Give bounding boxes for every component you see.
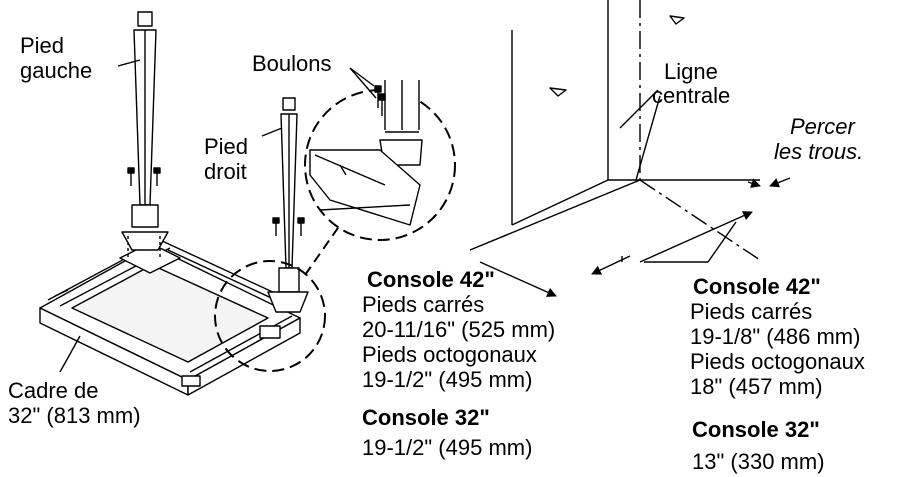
leader-lines-left bbox=[59, 59, 377, 373]
spec-left-octagonal-label: Pieds octogonaux bbox=[362, 342, 537, 367]
spec-right-console42-title: Console 42" bbox=[693, 274, 821, 299]
drill-holes-label-line2: les trous. bbox=[774, 139, 864, 164]
frame-label-line1: Cadre de bbox=[8, 378, 99, 403]
detail-link-line bbox=[304, 224, 341, 276]
spec-right-square-label: Pieds carrés bbox=[690, 299, 813, 324]
wall-floor-layout bbox=[469, 0, 761, 261]
base-frame bbox=[39, 239, 301, 396]
spec-left-console42-title: Console 42" bbox=[367, 267, 495, 292]
spec-right-octagonal-label: Pieds octogonaux bbox=[690, 349, 865, 374]
bolts-label: Boulons bbox=[252, 51, 332, 76]
frame-label-line2: 32" (813 mm) bbox=[8, 403, 141, 428]
spec-right-octagonal-value: 18" (457 mm) bbox=[690, 374, 823, 399]
spec-left-square-label: Pieds carrés bbox=[362, 292, 485, 317]
spec-left-console32-value: 19-1/2" (495 mm) bbox=[362, 435, 533, 460]
spec-right-console32-value: 13" (330 mm) bbox=[692, 449, 825, 474]
right-leg bbox=[267, 97, 309, 313]
center-line-label-line2: centrale bbox=[652, 83, 731, 108]
right-leg-label-line2: droit bbox=[204, 159, 247, 184]
drill-holes-label-line1: Percer bbox=[790, 114, 855, 139]
right-leg-label-line1: Pied bbox=[204, 134, 249, 159]
left-leg-label-line1: Pied bbox=[20, 33, 65, 58]
spec-left-octagonal-value: 19-1/2" (495 mm) bbox=[362, 367, 533, 392]
left-leg bbox=[121, 11, 169, 258]
center-line-label-line1: Ligne bbox=[664, 59, 718, 84]
spec-left-square-value: 20-11/16" (525 mm) bbox=[362, 317, 556, 342]
spec-left-console32-title: Console 32" bbox=[362, 405, 490, 430]
spec-right-console32-title: Console 32" bbox=[692, 417, 820, 442]
spec-right-square-value: 19-1/8" (486 mm) bbox=[690, 324, 861, 349]
left-leg-label-line2: gauche bbox=[20, 58, 93, 83]
detail-circle-bottom bbox=[214, 260, 326, 372]
detail-circle-top bbox=[304, 80, 456, 241]
dimension-arrows bbox=[479, 89, 791, 297]
